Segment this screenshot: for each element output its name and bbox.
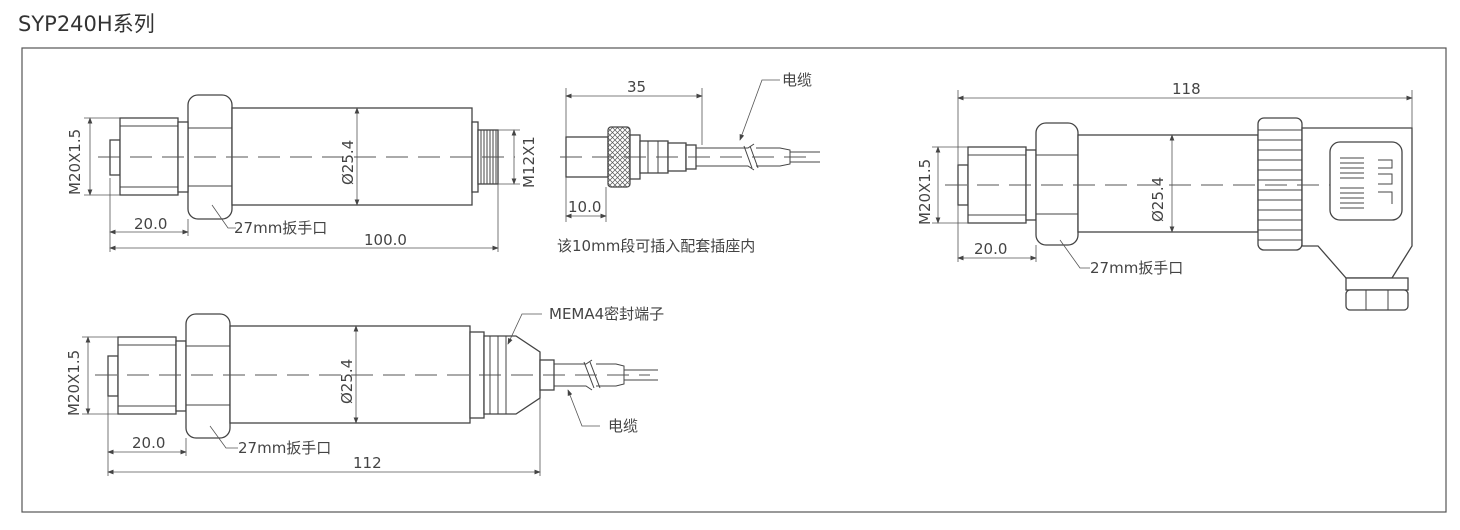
drawing-4-mema4-terminal: M20X1.5 Ø25.4 MEMA4密封端子 电缆 20.0 27mm扳手口 … <box>65 305 664 476</box>
d4-thread-label: M20X1.5 <box>65 350 83 416</box>
d2-length-label: 35 <box>627 78 646 96</box>
d2-insert-length-label: 10.0 <box>568 198 601 216</box>
d2-cable-label: 电缆 <box>782 71 812 89</box>
d3-length-label: 118 <box>1172 80 1201 98</box>
d1-diameter-label: Ø25.4 <box>339 140 357 185</box>
d4-length-label: 112 <box>353 454 382 472</box>
d1-connector-thread-label: M12X1 <box>520 136 538 188</box>
drawing-1-m12-connector: M20X1.5 Ø25.4 M12X1 20.0 27mm扳手口 100.0 <box>66 94 538 252</box>
drawing-2-cable-plug: 35 电缆 10.0 该10mm段可插入配套插座内 <box>557 71 820 255</box>
drawing-frame <box>21 47 1447 513</box>
d4-wrench-label: 27mm扳手口 <box>238 439 331 457</box>
d1-length-label: 100.0 <box>364 231 407 249</box>
d3-wrench-label: 27mm扳手口 <box>1090 259 1183 277</box>
d2-note: 该10mm段可插入配套插座内 <box>557 237 755 255</box>
d4-cable-label: 电缆 <box>608 417 638 435</box>
d4-terminal-label: MEMA4密封端子 <box>549 305 664 323</box>
page-title: SYP240H系列 <box>18 12 155 36</box>
d3-thread-label: M20X1.5 <box>916 159 934 225</box>
drawing-3-din-connector: 118 M20X1.5 Ø25.4 20.0 27mm扳手口 <box>916 80 1413 311</box>
d3-hex-dim-label: 20.0 <box>974 240 1007 258</box>
d4-diameter-label: Ø25.4 <box>338 359 356 404</box>
d3-diameter-label: Ø25.4 <box>1149 177 1167 222</box>
d1-hex-dim-label: 20.0 <box>134 215 167 233</box>
d1-wrench-label: 27mm扳手口 <box>234 219 327 237</box>
d1-thread-label: M20X1.5 <box>66 129 84 195</box>
d4-hex-dim-label: 20.0 <box>132 434 165 452</box>
